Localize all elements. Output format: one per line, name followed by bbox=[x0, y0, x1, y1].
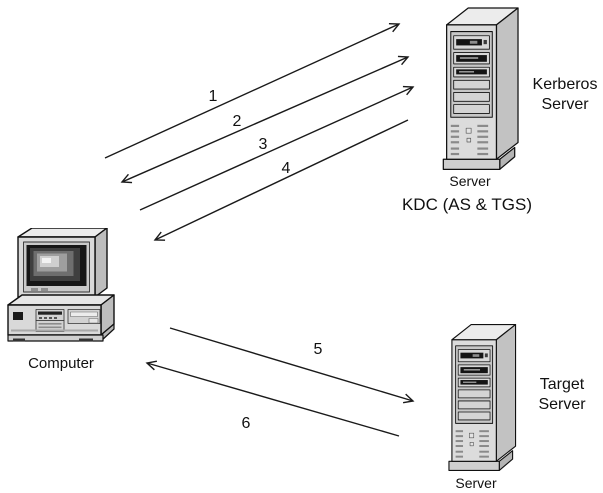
arrow-6 bbox=[145, 360, 400, 437]
target-server-name-line1: Target bbox=[539, 376, 585, 393]
kerberos-server-name: Kerberos Server bbox=[525, 75, 603, 115]
arrow-2 bbox=[120, 55, 410, 184]
arrow-label-4: 4 bbox=[281, 160, 291, 177]
arrow-label-6: 6 bbox=[241, 415, 251, 432]
desktop-computer-icon bbox=[7, 227, 115, 343]
kerberos-server-name-line1: Kerberos bbox=[532, 76, 598, 93]
arrow-label-1: 1 bbox=[208, 88, 218, 105]
arrow-5 bbox=[169, 327, 415, 404]
arrow-4 bbox=[153, 119, 409, 241]
target-server-node bbox=[446, 320, 520, 477]
kerberos-server-caption: Server bbox=[449, 173, 491, 189]
kerberos-server-node bbox=[440, 3, 523, 176]
kdc-label: KDC (AS & TGS) bbox=[401, 195, 533, 214]
target-server-name: Target Server bbox=[522, 375, 602, 415]
arrow-label-2: 2 bbox=[232, 113, 242, 130]
computer-node bbox=[7, 227, 115, 347]
arrow-label-5: 5 bbox=[313, 341, 323, 358]
target-server-name-line2: Server bbox=[538, 396, 586, 413]
server-tower-icon bbox=[448, 323, 517, 472]
arrow-3 bbox=[139, 85, 415, 211]
arrow-1 bbox=[104, 22, 401, 159]
kerberos-server-name-line2: Server bbox=[541, 96, 589, 113]
server-tower-icon bbox=[442, 7, 519, 170]
computer-label: Computer bbox=[28, 355, 94, 372]
arrow-label-3: 3 bbox=[258, 136, 268, 153]
target-server-caption: Server bbox=[455, 475, 497, 491]
